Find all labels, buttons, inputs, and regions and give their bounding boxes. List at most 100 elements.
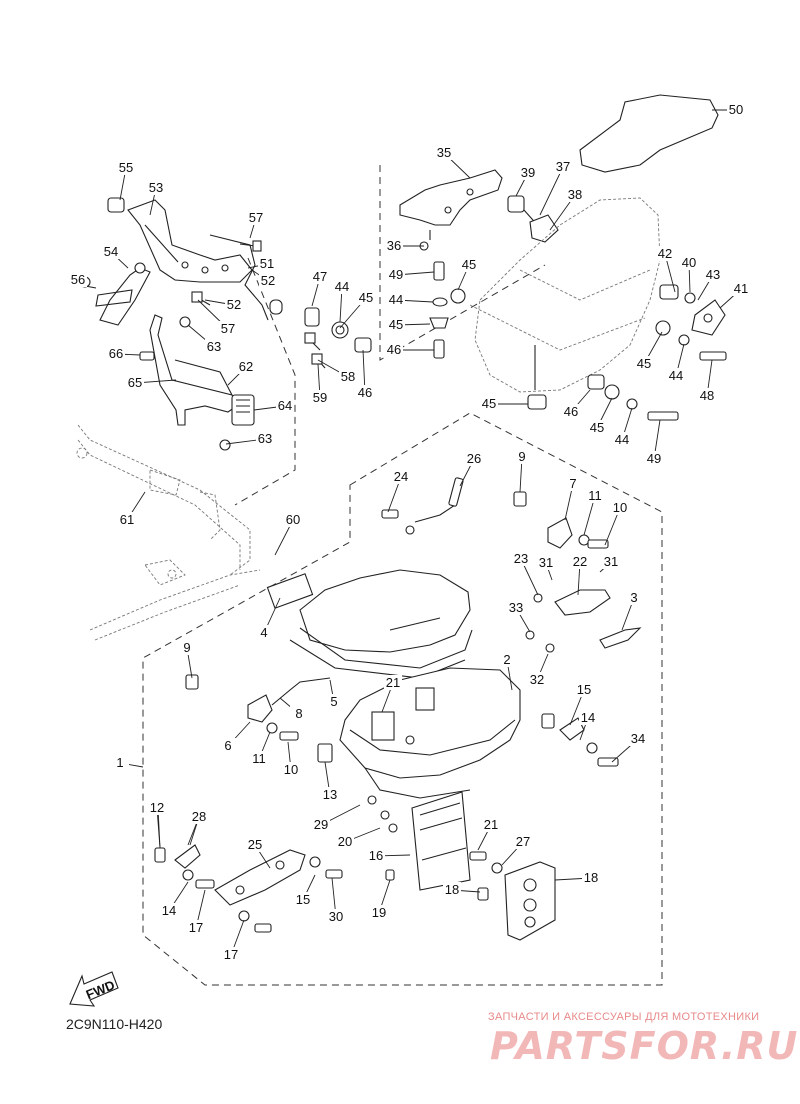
callout-number: 44: [615, 432, 629, 447]
callout-backdrop: [333, 279, 351, 294]
fwd-arrow-icon: FWD: [69, 971, 119, 1007]
callout-backdrop: [222, 947, 240, 962]
callout-number: 4: [260, 625, 267, 640]
callout-backdrop: [178, 640, 196, 655]
callout-backdrop: [575, 682, 593, 697]
callout-backdrop: [564, 476, 582, 491]
callout-number: 58: [341, 369, 355, 384]
callout-number: 45: [359, 290, 373, 305]
callout-backdrop: [357, 290, 375, 305]
callout-backdrop: [276, 398, 294, 413]
watermark-logo: PARTSFOR.RU: [490, 1024, 799, 1068]
callout-backdrop: [160, 903, 178, 918]
callout-backdrop: [528, 672, 546, 687]
callout-backdrop: [625, 590, 643, 605]
callout-number: 31: [604, 554, 618, 569]
callout-backdrop: [611, 500, 629, 515]
callout-backdrop: [311, 390, 329, 405]
callout-backdrop: [147, 180, 165, 195]
callout-number: 47: [313, 269, 327, 284]
callout-number: 65: [128, 375, 142, 390]
callout-number: 37: [556, 159, 570, 174]
callout-backdrop: [443, 882, 461, 897]
callout-backdrop: [247, 210, 265, 225]
callout-number: 57: [221, 321, 235, 336]
callout-number: 11: [588, 488, 602, 503]
callout-number: 15: [296, 892, 310, 907]
callout-backdrop: [102, 244, 120, 259]
callout-backdrop: [498, 652, 516, 667]
callout-backdrop: [356, 385, 374, 400]
watermark-tagline: ЗАПЧАСТИ И АКСЕССУАРЫ ДЛЯ МОТОТЕХНИКИ: [488, 1011, 760, 1023]
callout-backdrop: [190, 809, 208, 824]
callout-number: 7: [569, 476, 576, 491]
callout-number: 53: [149, 180, 163, 195]
callout-backdrop: [219, 738, 237, 753]
callout-number: 21: [386, 675, 400, 690]
callout-number: 62: [239, 359, 253, 374]
callout-number: 55: [119, 160, 133, 175]
callout-number: 50: [729, 102, 743, 117]
callout-backdrop: [219, 321, 237, 336]
callout-backdrop: [111, 755, 129, 770]
bracket-leader: [234, 257, 296, 506]
callout-backdrop: [321, 787, 339, 802]
saddlebag-body-outline: [469, 197, 661, 410]
callout-backdrop: [512, 551, 530, 566]
callout-backdrop: [554, 159, 572, 174]
callout-number: 1: [116, 755, 123, 770]
saddlebag-case: [339, 667, 521, 799]
callout-number: 44: [389, 292, 403, 307]
callout-number: 12: [150, 800, 164, 815]
callout-number: 40: [682, 255, 696, 270]
callout-number: 34: [631, 731, 645, 746]
callout-backdrop: [312, 817, 330, 832]
callout-backdrop: [311, 269, 329, 284]
callout-number: 56: [71, 272, 85, 287]
upper-mount-assembly: [399, 169, 559, 359]
callout-backdrop: [284, 512, 302, 527]
callout-number: 33: [509, 600, 523, 615]
callout-backdrop: [579, 710, 597, 725]
callout-backdrop: [387, 292, 405, 307]
callout-number: 18: [445, 882, 459, 897]
callout-number: 59: [313, 390, 327, 405]
callout-number: 16: [369, 848, 383, 863]
callout-backdrop: [107, 346, 125, 361]
callout-number: 11: [252, 751, 266, 766]
callout-number: 43: [706, 267, 720, 282]
callout-backdrop: [582, 870, 600, 885]
callout-backdrop: [482, 817, 500, 832]
callout-backdrop: [566, 187, 584, 202]
callout-backdrop: [460, 257, 478, 272]
callout-number: 24: [394, 469, 408, 484]
callout-number: 5: [330, 694, 337, 709]
callout-backdrop: [588, 420, 606, 435]
callout-number: 49: [389, 267, 403, 282]
callout-number: 8: [295, 706, 302, 721]
callout-number: 45: [462, 257, 476, 272]
callout-number: 10: [613, 500, 627, 515]
callout-backdrop: [246, 837, 264, 852]
callout-number: 3: [630, 590, 637, 605]
callout-number: 61: [120, 512, 134, 527]
callout-number: 36: [387, 238, 401, 253]
motorcycle-frame: [76, 424, 261, 641]
fwd-label: FWD: [84, 977, 117, 1002]
callout-backdrop: [117, 160, 135, 175]
callout-backdrop: [680, 255, 698, 270]
callout-backdrop: [514, 834, 532, 849]
callout-number: 66: [109, 346, 123, 361]
callout-backdrop: [519, 165, 537, 180]
callout-number: 45: [637, 356, 651, 371]
callout-number: 44: [669, 368, 683, 383]
callout-backdrop: [513, 449, 531, 464]
callout-backdrop: [187, 920, 205, 935]
callout-number: 45: [590, 420, 604, 435]
callout-number: 25: [248, 837, 262, 852]
callout-number: 41: [734, 281, 748, 296]
callout-number: 15: [577, 682, 591, 697]
leader-line: [539, 166, 564, 216]
callout-backdrop: [336, 834, 354, 849]
